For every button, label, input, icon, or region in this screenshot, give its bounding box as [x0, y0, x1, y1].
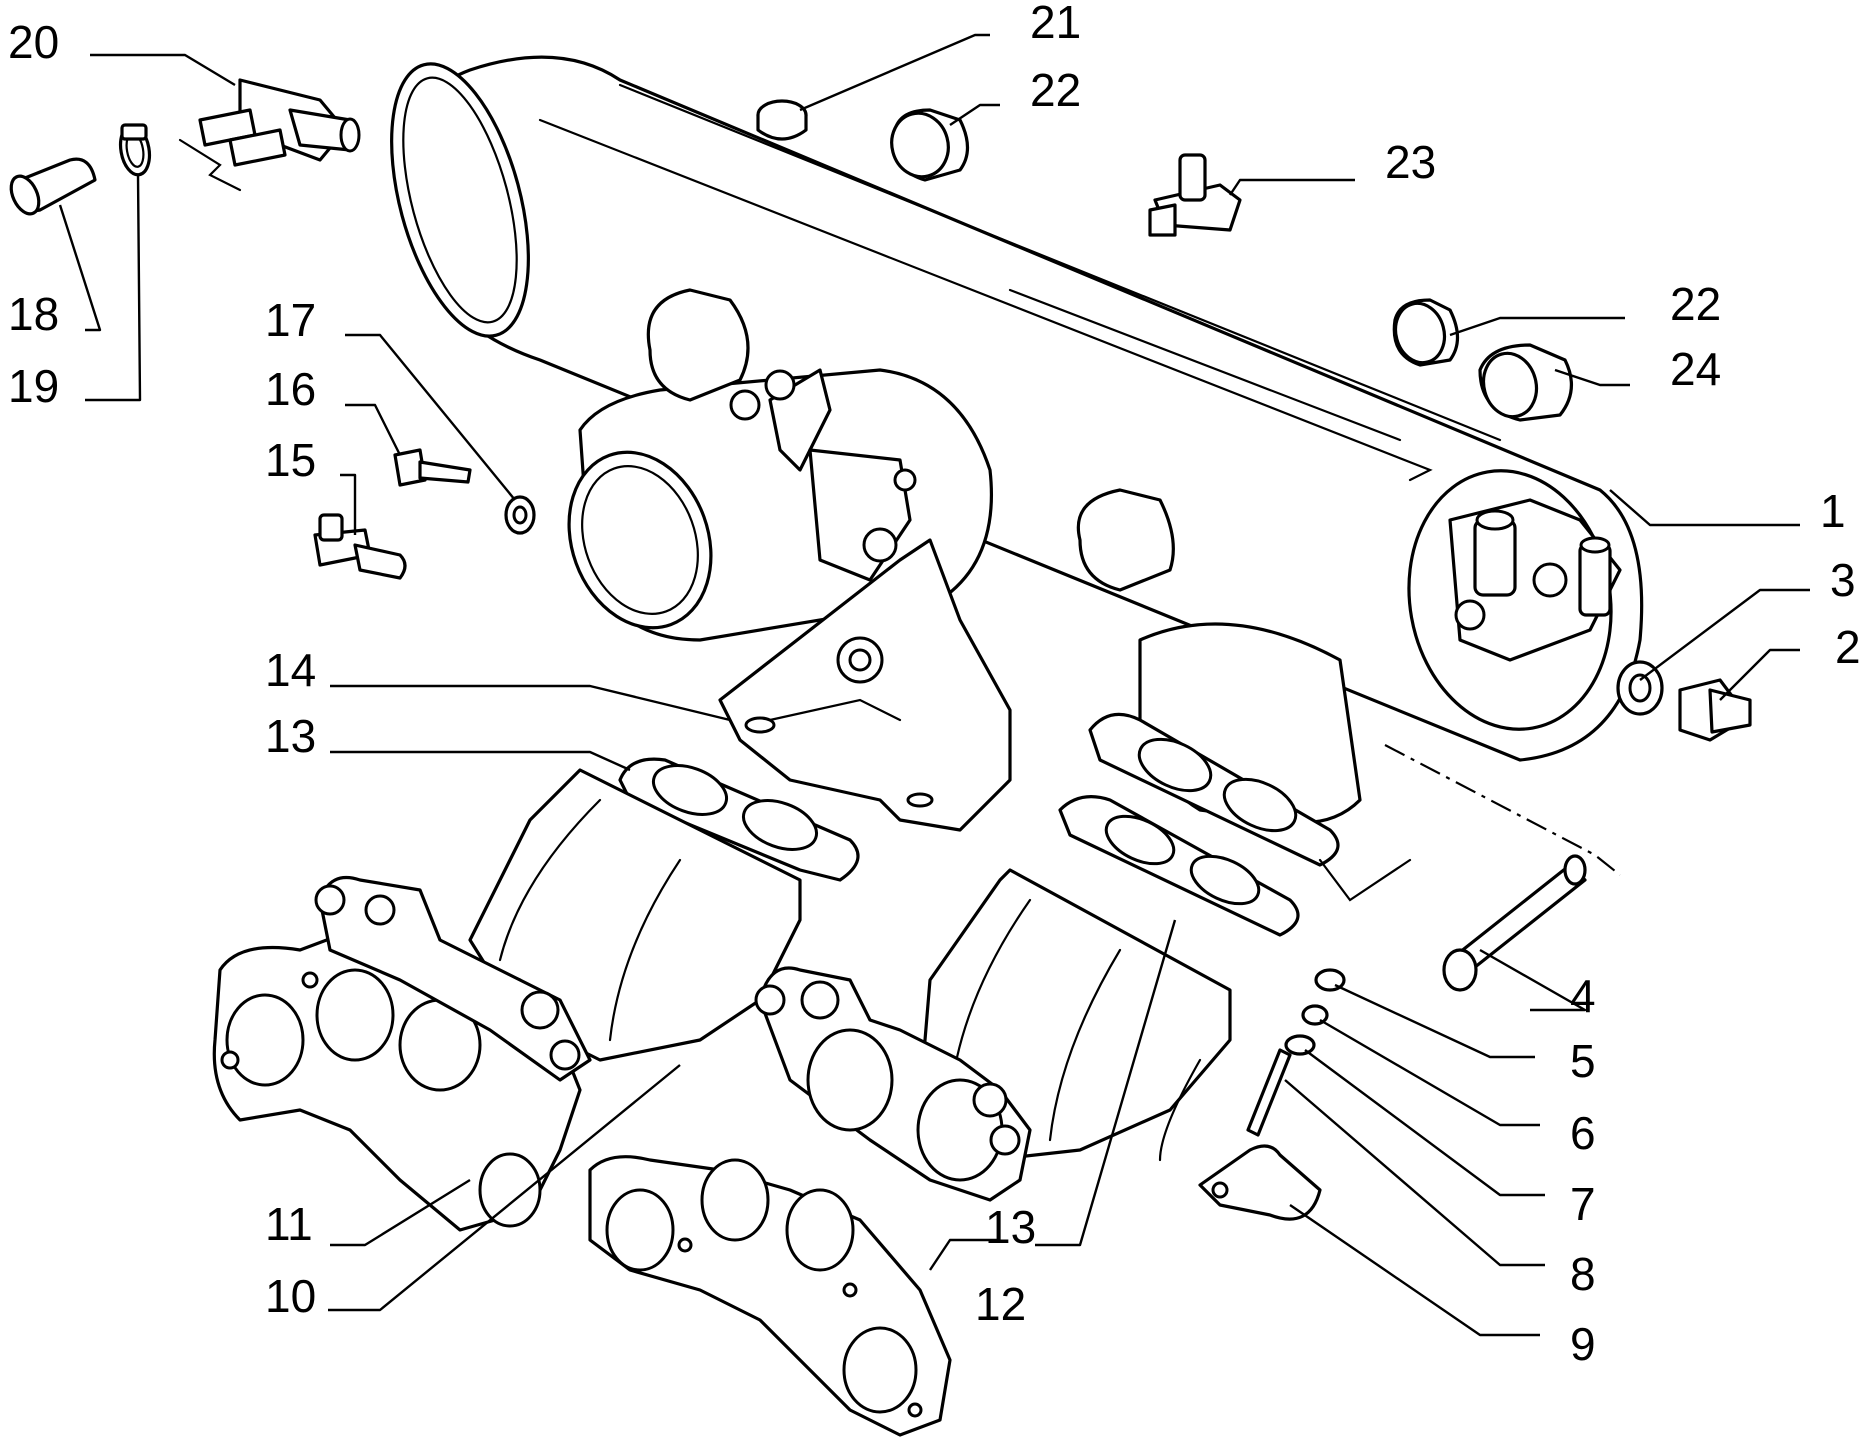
- stud-8: [1246, 1048, 1292, 1137]
- callout-16: 16: [265, 363, 316, 415]
- runner-flange-right: [754, 966, 1032, 1202]
- bolt-4: [1442, 854, 1587, 992]
- callout-22-top: 22: [1030, 64, 1081, 116]
- intake-runner-left: [468, 768, 802, 1062]
- callout-23: 23: [1385, 136, 1436, 188]
- callout-7: 7: [1570, 1178, 1596, 1230]
- tee-fitting-23: [1148, 153, 1242, 237]
- mounting-bracket: [718, 538, 1012, 832]
- washer-7: [1284, 1034, 1316, 1056]
- callout-10: 10: [265, 1270, 316, 1322]
- callout-6: 6: [1570, 1107, 1596, 1159]
- leader-lines: [58, 33, 1810, 1337]
- runner-gasket-left: [618, 757, 860, 882]
- callout-labels: 1 2 3 4 5 6 7 8 9 10 11 12 13 13 14 15 1…: [8, 0, 1861, 1370]
- callout-18: 18: [8, 288, 59, 340]
- callout-15: 15: [265, 434, 316, 486]
- callout-13-right: 13: [985, 1201, 1036, 1253]
- callout-19: 19: [8, 360, 59, 412]
- sealing-washer-3: [1616, 660, 1664, 716]
- callout-8: 8: [1570, 1248, 1596, 1300]
- callout-9: 9: [1570, 1318, 1596, 1370]
- callout-17: 17: [265, 294, 316, 346]
- clip-9: [1198, 1144, 1322, 1221]
- callout-1: 1: [1820, 485, 1846, 537]
- callout-13-left: 13: [265, 710, 316, 762]
- break-line: [1318, 858, 1412, 902]
- plug-22-top: [890, 108, 970, 182]
- hose-clamp-19: [118, 123, 152, 177]
- runner-gasket-right-lower: [1058, 795, 1300, 937]
- plug-22-right: [1392, 298, 1460, 367]
- callout-3: 3: [1830, 554, 1856, 606]
- runner-flange-left: [314, 875, 592, 1082]
- washer-17: [504, 495, 536, 535]
- callout-2: 2: [1835, 621, 1861, 673]
- callout-12: 12: [975, 1278, 1026, 1330]
- fitting-2: [1678, 678, 1752, 742]
- callout-22-right: 22: [1670, 278, 1721, 330]
- manifold-gasket: [588, 1155, 952, 1437]
- callout-24: 24: [1670, 343, 1721, 395]
- callout-11: 11: [265, 1198, 313, 1250]
- callout-14: 14: [265, 644, 316, 696]
- callout-20: 20: [8, 16, 59, 68]
- hose-18: [9, 157, 97, 216]
- assembly-axis-line: [1384, 744, 1621, 876]
- cap-21: [756, 99, 808, 141]
- plug-24: [1478, 343, 1573, 422]
- fitting-20: [178, 78, 361, 192]
- callout-4: 4: [1570, 970, 1596, 1022]
- runner-gasket-right-upper: [1088, 712, 1340, 867]
- callout-5: 5: [1570, 1035, 1596, 1087]
- break-line-lower: [1158, 1058, 1202, 1162]
- bolt-16: [393, 448, 472, 487]
- fitting-15: [313, 513, 407, 580]
- callout-21: 21: [1030, 0, 1081, 48]
